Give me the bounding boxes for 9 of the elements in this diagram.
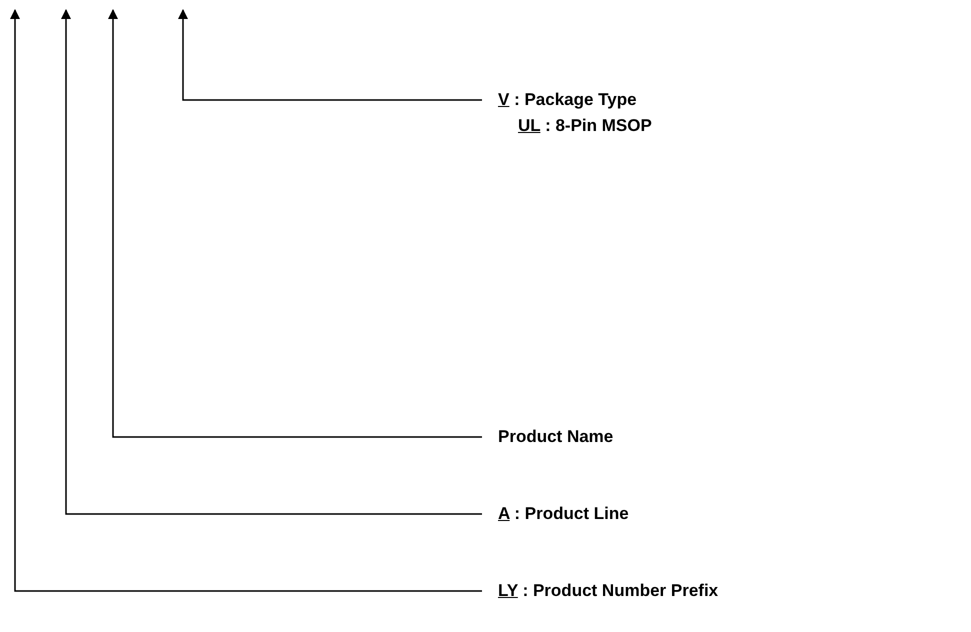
leader-arrow (10, 9, 482, 592)
description-text: V : Package Type (498, 89, 638, 111)
description-text: Product Name (498, 426, 614, 448)
leader-arrow (61, 9, 482, 515)
description-text: LY : Product Number Prefix (498, 580, 718, 602)
leader-arrow (108, 9, 482, 438)
option-text: UL : 8-Pin MSOP (517, 115, 652, 137)
description-text: A : Product Line (498, 503, 629, 525)
leader-arrow (178, 9, 482, 101)
